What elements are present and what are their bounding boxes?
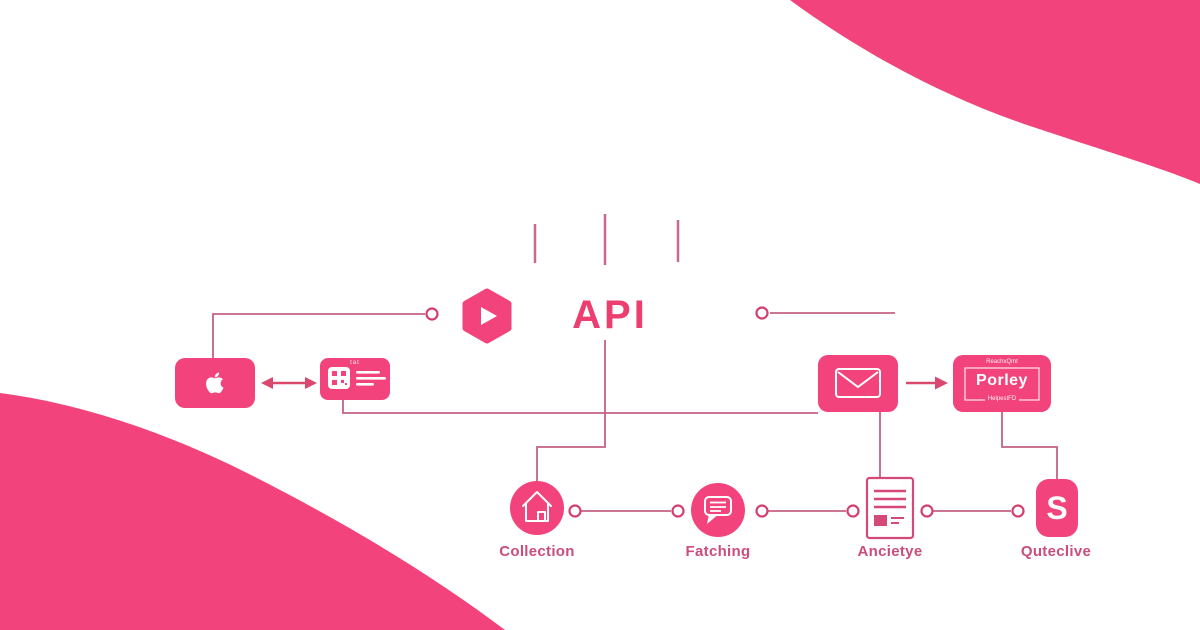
- envelope-card: [818, 355, 898, 412]
- top-tick-lines: [533, 214, 680, 265]
- qr-card: [320, 358, 390, 400]
- envelope-icon: [835, 368, 881, 398]
- apple-card: [175, 358, 255, 408]
- s-badge-node: [1036, 479, 1078, 537]
- ancietye-label: Ancietye: [857, 543, 923, 560]
- apple-icon: [206, 372, 224, 394]
- porley-bottom-label-text: HelpestFD: [984, 396, 1020, 402]
- chat-bubble-icon: [704, 496, 732, 524]
- bottom-left-blob: [0, 393, 505, 630]
- quteclive-label: Quteclive: [1020, 543, 1092, 560]
- house-node: [510, 481, 564, 535]
- right-arrow: [906, 376, 948, 390]
- hexagon-play-icon: [462, 288, 512, 344]
- qr-card-text-lines: [356, 371, 386, 386]
- s-badge-letter: S: [1046, 490, 1068, 526]
- fatching-label: Fatching: [685, 543, 751, 560]
- porley-title: Porley: [976, 372, 1028, 389]
- double-arrow: [261, 377, 317, 389]
- porley-top-label: ReachxQmt: [953, 359, 1051, 365]
- document-node: [865, 476, 915, 540]
- porley-top-label-text: ReachxQmt: [983, 359, 1021, 365]
- document-icon: [874, 489, 906, 526]
- collection-label: Collection: [499, 543, 575, 560]
- chat-node: [691, 483, 745, 537]
- connector-dots: [425, 306, 1025, 518]
- porley-bottom-label: HelpestFD: [953, 396, 1051, 402]
- qr-card-top-label: tat: [350, 360, 360, 366]
- house-icon: [522, 491, 552, 522]
- qr-code-icon: [328, 367, 350, 389]
- connector-lines: [212, 312, 1058, 512]
- top-right-blob: [790, 0, 1200, 184]
- api-title: API: [572, 293, 648, 337]
